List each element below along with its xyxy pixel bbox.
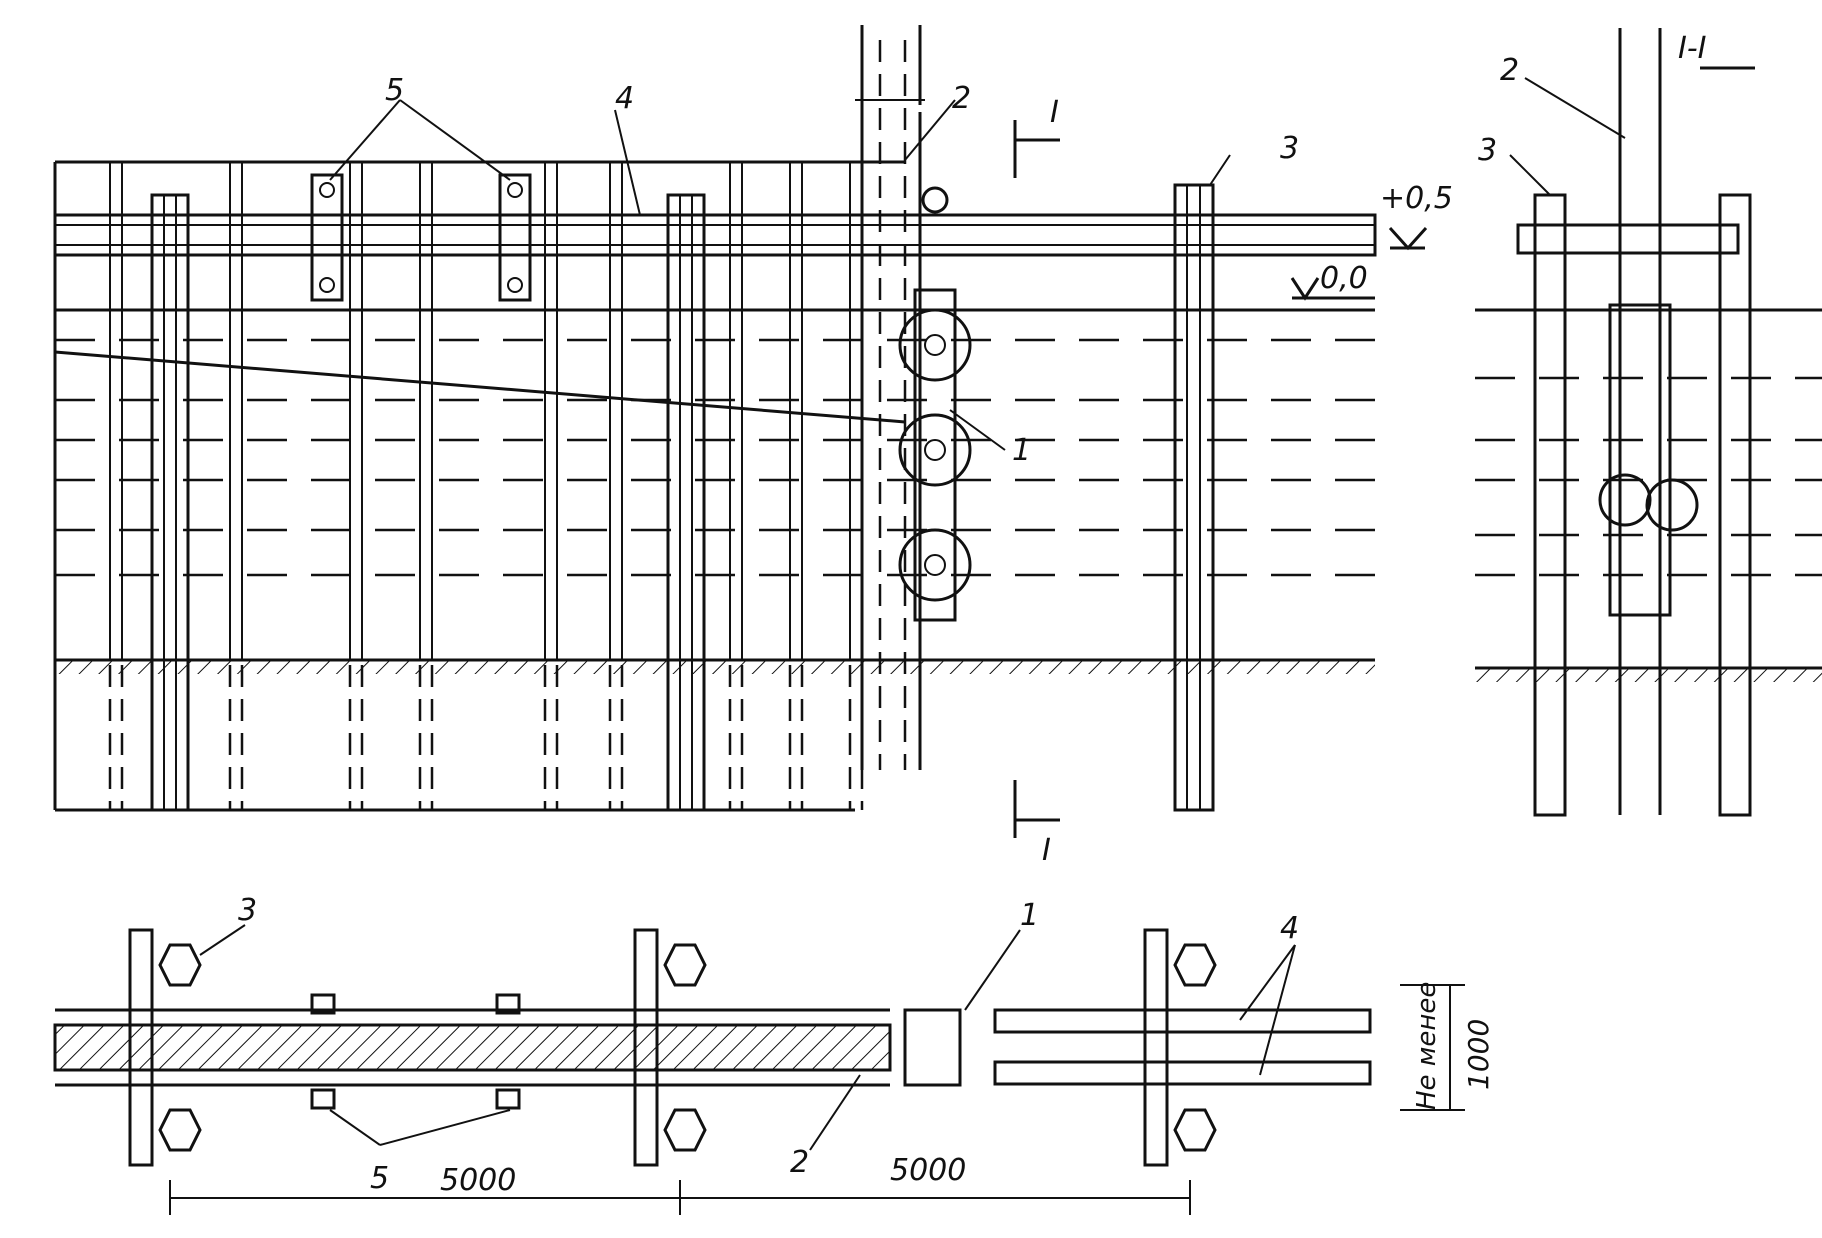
text-labels: 5 4 2 I 3 +0,5 0,0 1 I I-I 2 3 3 1 4 5 2…	[238, 31, 1707, 1198]
plan-view	[53, 924, 1465, 1215]
level-markers	[1290, 226, 1428, 301]
clamp-elevation	[310, 173, 532, 302]
clamp-plan	[310, 993, 521, 1110]
label-level-top: +0,5	[1380, 181, 1453, 216]
sheet-pile-dashed	[108, 665, 864, 810]
section-view	[1475, 28, 1822, 817]
label-gap: 1000	[1462, 1019, 1495, 1090]
water-lines	[55, 308, 1375, 577]
label-plan-sheet-pile: 2	[790, 1145, 809, 1180]
ground-elevation	[55, 658, 1375, 674]
label-level-zero: 0,0	[1320, 261, 1368, 296]
label-section-mark-top: I	[1050, 95, 1059, 130]
guide-cable	[54, 350, 906, 424]
label-plan-clamp: 5	[370, 1161, 389, 1196]
label-sheet-pile: 2	[952, 81, 971, 116]
roller-plan	[903, 1008, 962, 1087]
dimension-lines	[169, 984, 1465, 1215]
label-plan-guide-beam: 4	[1280, 911, 1299, 946]
plan-leaders	[199, 924, 1296, 1151]
label-anchor-pile: 3	[1280, 131, 1299, 166]
label-section-sheet-pile: 2	[1500, 53, 1519, 88]
roller-assembly	[898, 186, 972, 622]
leader-lines	[329, 99, 1231, 451]
anchor-pile-elevation	[150, 183, 1215, 812]
label-section-mark-bottom: I	[1042, 833, 1051, 868]
label-plan-anchor-pile: 3	[238, 893, 257, 928]
label-span-right: 5000	[890, 1153, 966, 1188]
label-guide-pile: 1	[1012, 433, 1031, 468]
label-guide-beam: 4	[615, 81, 634, 116]
label-not-less: Не менее	[1412, 982, 1442, 1110]
anchor-pile-plan	[128, 928, 1217, 1167]
sheet-pile-lines	[109, 162, 863, 660]
label-section-title: I-I	[1678, 31, 1707, 66]
section-markers	[1013, 120, 1060, 838]
label-section-anchor-pile: 3	[1478, 133, 1497, 168]
guide-beam-elevation	[53, 213, 1377, 257]
elevation-view	[53, 25, 1428, 838]
label-span-left: 5000	[440, 1163, 516, 1198]
label-plan-guide-pile: 1	[1020, 898, 1039, 933]
label-clamp: 5	[385, 73, 404, 108]
